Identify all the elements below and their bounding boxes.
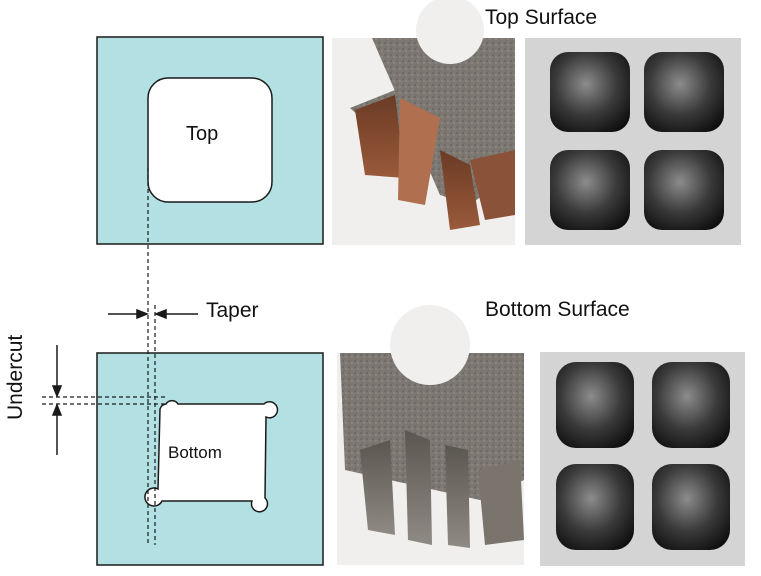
undercut-label: Undercut xyxy=(4,334,27,420)
top-plate-diagram xyxy=(96,36,324,245)
arrow-up-icon xyxy=(51,402,63,416)
top-hole xyxy=(147,77,273,203)
bottom-gear-photo xyxy=(337,305,524,565)
top-micro-photo xyxy=(525,38,741,245)
bottom-hole xyxy=(144,399,279,513)
taper-label: Taper xyxy=(206,299,259,322)
bottom-plate-diagram xyxy=(96,352,324,566)
bottom-hole-label: Bottom xyxy=(168,443,222,462)
top-surface-title: Top Surface xyxy=(485,6,598,29)
arrow-left-icon xyxy=(153,308,167,320)
bottom-micro-photo xyxy=(540,352,745,566)
undercut-arrows xyxy=(51,345,63,455)
dashed-guides xyxy=(42,168,168,545)
top-hole-label: Top xyxy=(186,123,219,145)
top-gear-photo xyxy=(332,0,515,245)
arrow-down-icon xyxy=(51,385,63,399)
arrow-right-icon xyxy=(136,308,150,320)
bottom-surface-title: Bottom Surface xyxy=(485,298,630,321)
taper-arrows xyxy=(108,308,198,320)
